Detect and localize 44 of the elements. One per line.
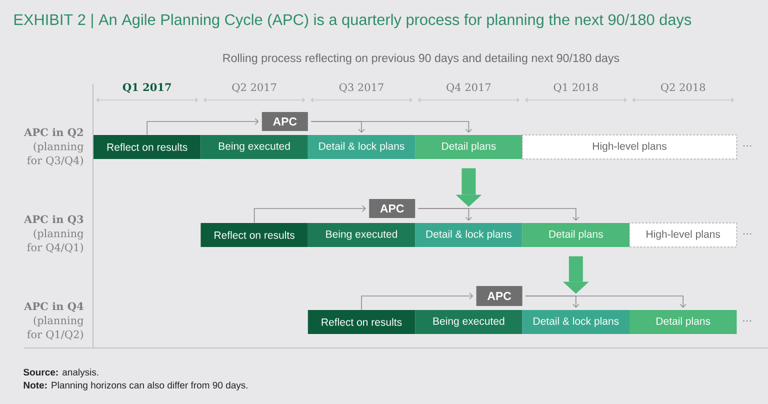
ellipsis: ··· [744, 233, 752, 234]
row-subheading: (planning for Q1/Q2) [27, 316, 84, 340]
connector-arrow [418, 208, 580, 221]
column-header: Q2 2017 [232, 83, 276, 93]
phase-bar: Detail & lock plans [415, 223, 522, 247]
column-header: Q4 2017 [446, 83, 491, 93]
column-header: Q1 2017 [122, 83, 171, 93]
dashed-bar: High-level plans [629, 222, 738, 248]
process-box: APC [262, 112, 308, 131]
connector-arrow [254, 205, 366, 224]
phase-bar: Reflect on results [308, 310, 416, 334]
subtitle: Rolling process reflecting on previous 90 days and detailing next 90/180 days [223, 54, 620, 64]
column-header: Q1 2018 [554, 83, 598, 93]
title: EXHIBIT 2 | An Agile Planning Cycle (APC) is a quarterly process for planning the next 90/180 days [14, 14, 692, 28]
phase-bar: Detail plans [522, 223, 630, 247]
row-subheading: (planning for Q4/Q1) [27, 229, 84, 253]
connector-arrow [310, 121, 472, 133]
connector-arrow [361, 292, 474, 310]
block-arrow [562, 256, 589, 294]
phase-bar: Detail plans [415, 135, 522, 159]
phase-bar: Detail & lock plans [308, 135, 416, 159]
phase-bar: Reflect on results [200, 223, 308, 247]
column-header: Q2 2018 [661, 83, 706, 93]
phase-bar: Being executed [308, 223, 416, 247]
phase-bar: Being executed [415, 310, 522, 334]
phase-bar: Being executed [200, 135, 308, 159]
process-box: APC [369, 199, 416, 218]
connector-arrow [525, 296, 686, 308]
phase-bar: Detail & lock plans [522, 310, 630, 334]
row-heading: APC in Q2 [24, 128, 83, 138]
ellipsis: ··· [743, 320, 751, 322]
footnote: Note: Planning horizons can also differ from 90 days. [24, 382, 248, 390]
row-heading: APC in Q3 [24, 215, 84, 225]
row-heading: APC in Q4 [24, 302, 84, 312]
ellipsis: ··· [744, 145, 752, 146]
row-subheading: (planning for Q3/Q4) [27, 142, 84, 166]
phase-bar: Reflect on results [94, 135, 201, 159]
phase-bar: Detail plans [630, 310, 737, 334]
source-note: Source: analysis. [23, 368, 98, 378]
dashed-bar: High-level plans [522, 134, 738, 160]
column-header: Q3 2017 [339, 83, 384, 93]
connector-arrow [146, 118, 259, 136]
process-box: APC [476, 286, 522, 306]
block-arrow [456, 168, 482, 207]
